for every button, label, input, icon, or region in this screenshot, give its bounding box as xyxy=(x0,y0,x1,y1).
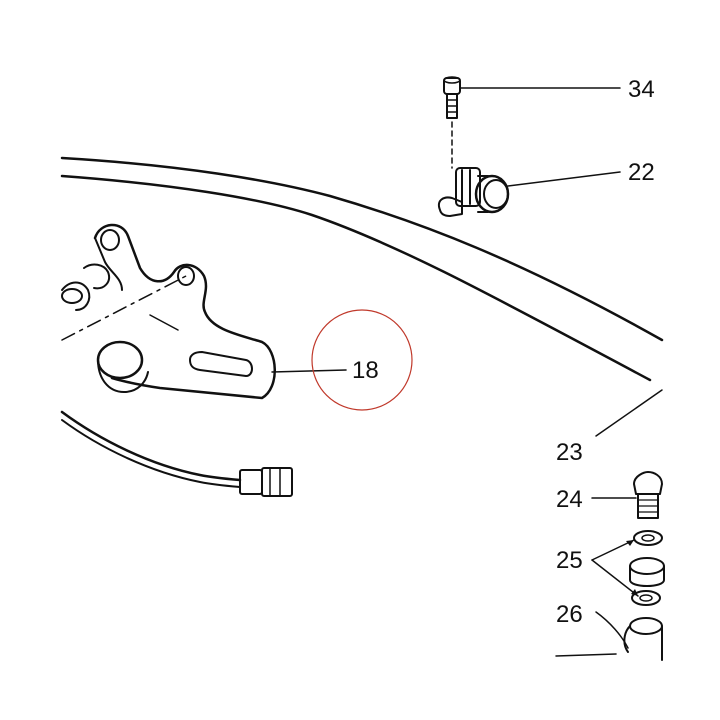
washer-set-25 xyxy=(629,530,665,606)
leader-line-23 xyxy=(595,389,663,437)
bushing-26 xyxy=(623,617,663,661)
callout-24: 24 xyxy=(556,486,583,513)
bolt-24 xyxy=(633,471,663,519)
highlight-circle xyxy=(311,309,413,411)
frame-tube xyxy=(60,156,664,382)
callout-26: 26 xyxy=(556,601,583,628)
sensor-22 xyxy=(438,167,510,217)
leader-line-22 xyxy=(507,171,621,187)
leader-lines-25 xyxy=(591,539,639,597)
callout-18: 18 xyxy=(352,357,379,384)
caliper-bracket xyxy=(61,223,276,400)
leader-line-26 xyxy=(595,611,629,649)
callout-23: 23 xyxy=(556,439,583,466)
callout-22: 22 xyxy=(628,159,655,186)
leader-line-18 xyxy=(271,369,347,373)
callout-34: 34 xyxy=(628,76,655,103)
cable-connector xyxy=(239,467,293,497)
base-line xyxy=(555,653,617,657)
sensor-cable xyxy=(60,410,242,488)
callout-25: 25 xyxy=(556,547,583,574)
bolt-34 xyxy=(443,76,461,169)
